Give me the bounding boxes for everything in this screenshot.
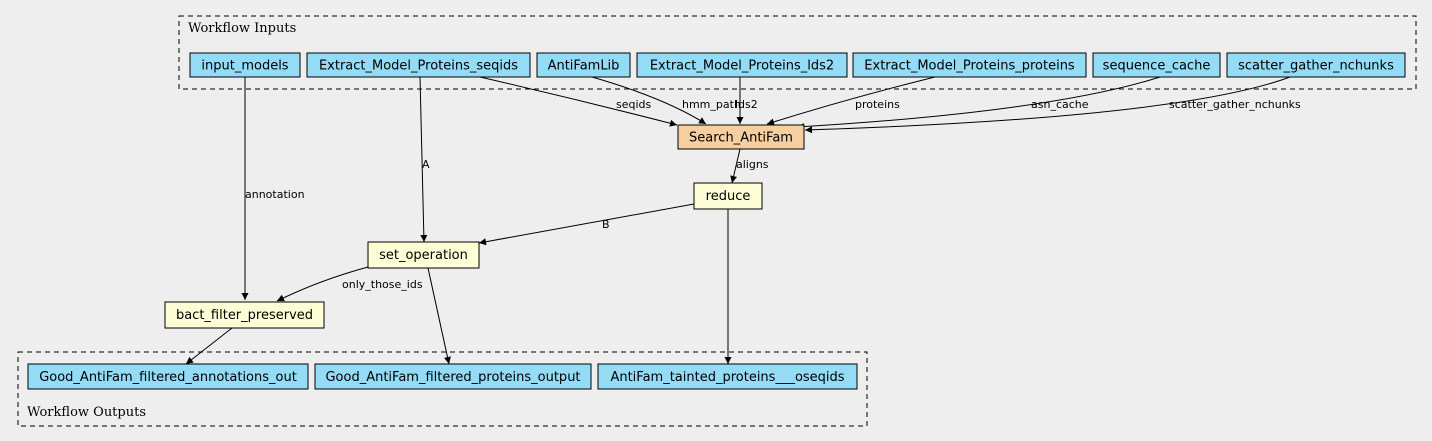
edge-seqids-to-set-operation	[419, 76, 428, 243]
node-label: reduce	[706, 189, 751, 204]
node-good-antifam-filtered-annotations-out[interactable]: Good_AntiFam_filtered_annotations_out	[27, 363, 309, 390]
edge-label-asn-cache: asn_cache	[1031, 98, 1089, 111]
edge-proteins-to-search	[766, 76, 936, 126]
node-antifamlib[interactable]: AntiFamLib	[536, 52, 631, 78]
edge-labels: seqids hmm_path lds2 proteins asn_cache …	[245, 98, 1301, 291]
edge-label-a: A	[422, 158, 430, 171]
edge-set-operation-to-bact-filter	[276, 266, 369, 302]
node-scatter-gather-nchunks[interactable]: scatter_gather_nchunks	[1226, 52, 1406, 78]
node-extract-model-proteins-seqids[interactable]: Extract_Model_Proteins_seqids	[306, 52, 531, 78]
edge-search-to-reduce	[730, 148, 741, 184]
edge-seqids-to-search	[479, 76, 678, 127]
edge-label-lds2: lds2	[735, 98, 758, 111]
node-label: bact_filter_preserved	[176, 308, 313, 323]
node-label: AntiFam_tainted_proteins___oseqids	[610, 370, 844, 385]
node-input-models[interactable]: input_models	[189, 52, 301, 78]
node-reduce[interactable]: reduce	[693, 182, 763, 210]
node-label: Good_AntiFam_filtered_proteins_output	[325, 370, 580, 385]
edge-label-b: B	[602, 218, 610, 231]
node-label: sequence_cache	[1103, 59, 1211, 74]
node-label: Extract_Model_Proteins_proteins	[864, 59, 1075, 74]
edge-antifamlib-to-search	[591, 76, 707, 125]
workflow-inputs-cluster: Workflow Inputs	[178, 15, 1417, 90]
node-good-antifam-filtered-proteins-output[interactable]: Good_AntiFam_filtered_proteins_output	[314, 363, 592, 390]
edge-label-aligns: aligns	[736, 158, 769, 171]
edge-scatter-gather-to-search	[804, 76, 1291, 134]
edge-bact-filter-to-annotations-output	[185, 327, 233, 365]
edge-sequence-cache-to-search	[796, 76, 1161, 131]
node-sequence-cache[interactable]: sequence_cache	[1092, 52, 1221, 78]
node-label: input_models	[201, 59, 288, 74]
node-set-operation[interactable]: set_operation	[367, 241, 480, 269]
workflow-inputs-label: Workflow Inputs	[188, 21, 296, 36]
edge-label-proteins: proteins	[855, 98, 900, 111]
edge-set-operation-to-proteins-output	[427, 267, 451, 365]
edge-label-annotation: annotation	[245, 188, 305, 201]
node-label: set_operation	[379, 248, 468, 263]
node-label: scatter_gather_nchunks	[1238, 59, 1394, 74]
node-label: AntiFamLib	[548, 59, 620, 74]
node-bact-filter-preserved[interactable]: bact_filter_preserved	[164, 301, 325, 329]
edge-label-scatter-gather-nchunks: scatter_gather_nchunks	[1169, 98, 1301, 111]
node-label: Good_AntiFam_filtered_annotations_out	[39, 370, 297, 385]
node-search-antifam[interactable]: Search_AntiFam	[677, 124, 805, 150]
edge-label-hmm-path: hmm_path	[682, 98, 741, 111]
node-antifam-tainted-proteins-oseqids[interactable]: AntiFam_tainted_proteins___oseqids	[597, 363, 858, 390]
node-extract-model-proteins-proteins[interactable]: Extract_Model_Proteins_proteins	[852, 52, 1087, 78]
edge-label-seqids: seqids	[616, 98, 652, 111]
edge-reduce-to-set-operation	[478, 203, 695, 246]
node-label: Extract_Model_Proteins_lds2	[650, 59, 834, 74]
node-label: Extract_Model_Proteins_seqids	[319, 59, 518, 74]
edges	[185, 76, 1291, 365]
workflow-outputs-cluster: Workflow Outputs	[17, 351, 868, 427]
workflow-outputs-label: Workflow Outputs	[27, 405, 146, 420]
node-label: Search_AntiFam	[689, 131, 793, 146]
edge-label-only-those-ids: only_those_ids	[342, 278, 423, 291]
node-extract-model-proteins-lds2[interactable]: Extract_Model_Proteins_lds2	[636, 52, 848, 78]
